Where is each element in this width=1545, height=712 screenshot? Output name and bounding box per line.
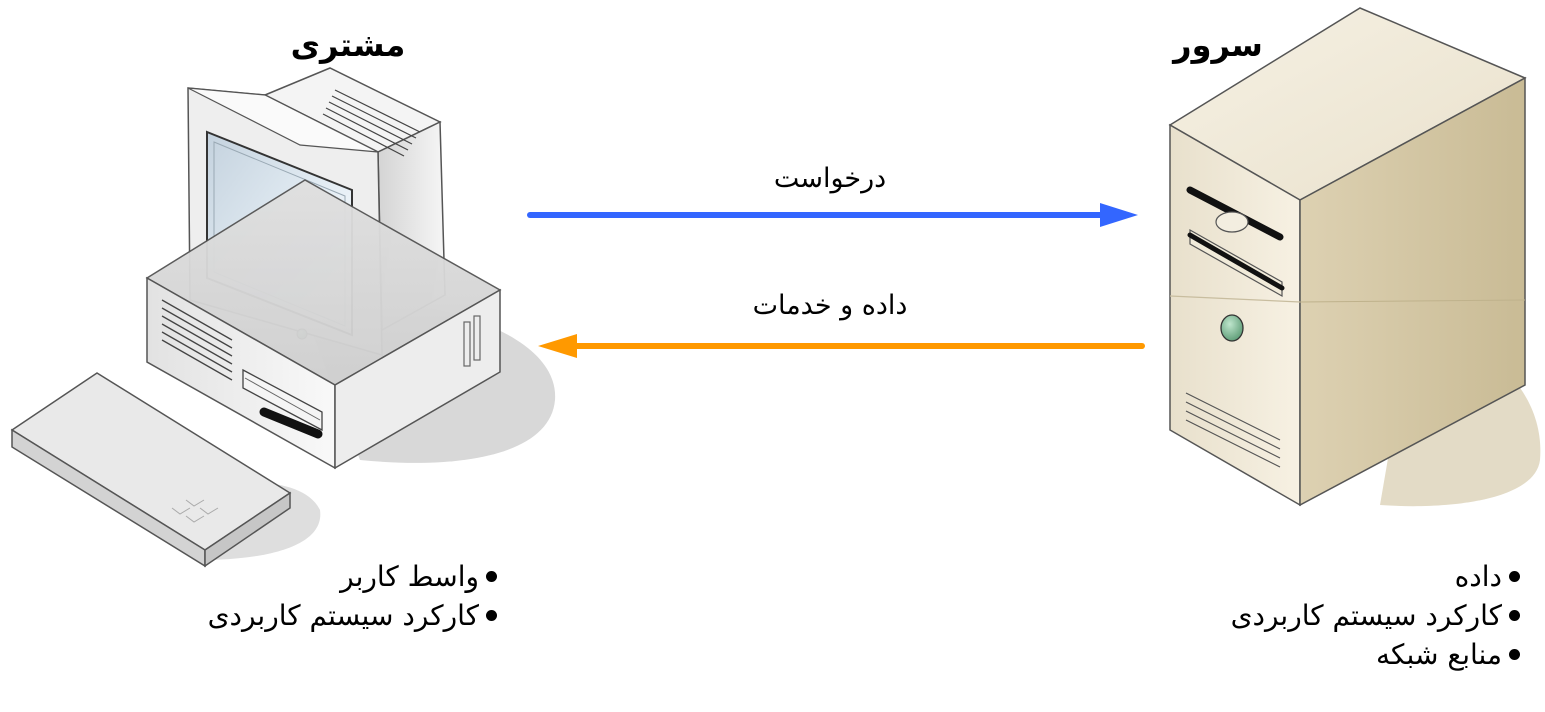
request-arrow	[527, 203, 1138, 227]
response-label: داده و خدمات	[752, 290, 908, 321]
server-feature-list: داده کارکرد سیستم کاربردی منابع شبکه	[1231, 557, 1520, 674]
list-item: واسط کاربر	[208, 557, 497, 596]
desktop-computer-icon	[10, 67, 556, 568]
server-title: سرور	[1173, 26, 1263, 64]
list-item: کارکرد سیستم کاربردی	[208, 596, 497, 635]
client-feature-list: واسط کاربر کارکرد سیستم کاربردی	[208, 557, 497, 635]
client-title: مشتری	[290, 26, 406, 64]
bullet-icon	[1509, 570, 1520, 582]
server-feature-label: داده	[1454, 560, 1502, 593]
list-item: داده	[1231, 557, 1520, 596]
client-feature-label: کارکرد سیستم کاربردی	[207, 599, 479, 632]
bullet-icon	[486, 609, 497, 621]
tower-server-icon	[1168, 7, 1541, 507]
request-label: درخواست	[773, 163, 887, 194]
list-item: منابع شبکه	[1231, 635, 1520, 674]
bullet-icon	[1509, 648, 1520, 660]
server-feature-label: منابع شبکه	[1376, 638, 1502, 671]
server-feature-label: کارکرد سیستم کاربردی	[1230, 599, 1502, 632]
bullet-icon	[486, 570, 497, 582]
response-arrow	[538, 334, 1145, 358]
client-feature-label: واسط کاربر	[340, 560, 479, 593]
bullet-icon	[1509, 609, 1520, 621]
list-item: کارکرد سیستم کاربردی	[1231, 596, 1520, 635]
